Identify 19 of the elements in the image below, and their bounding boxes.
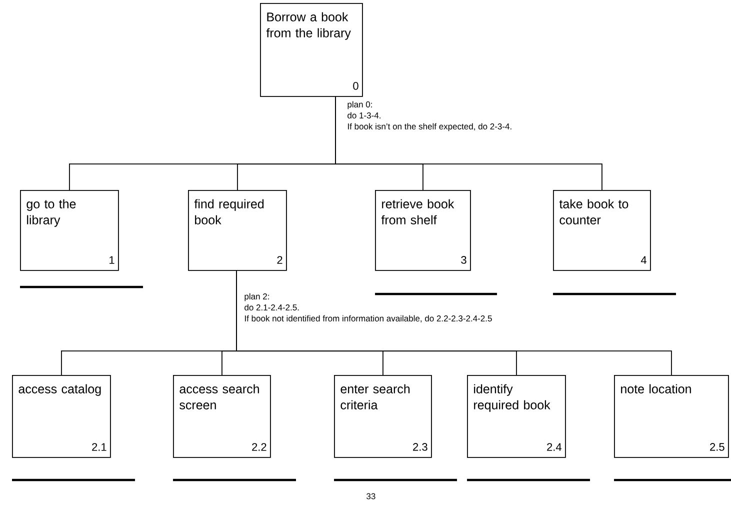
task-box: access catalog 2.1 xyxy=(12,375,111,458)
plan-text: do 1-3-4. xyxy=(348,112,380,118)
tree-line xyxy=(335,96,602,190)
task-box: enter search criteria 2.3 xyxy=(334,375,432,458)
task-box: note location 2.5 xyxy=(614,375,729,458)
task-box: access search screen 2.2 xyxy=(173,375,271,458)
plan-text: If book isn’t on the shelf expected, do 2-3-4. xyxy=(348,123,512,132)
task-box: identify required book 2.4 xyxy=(467,375,566,458)
plan-text: plan 2: xyxy=(244,293,269,302)
plan-text: If book not identified from information available, do 2.2-2.3-2.4-2.5 xyxy=(245,315,492,322)
page-number: 33 xyxy=(366,493,376,500)
task-box: go to the library 1 xyxy=(20,190,119,271)
plan-text: do 2.1-2.4-2.5. xyxy=(244,304,299,310)
tree-line xyxy=(236,270,672,376)
task-box: retrieve book from shelf 3 xyxy=(375,190,471,271)
task-box: take book to counter 4 xyxy=(553,190,651,271)
task-box: Borrow a book from the library 0 xyxy=(260,3,363,97)
plan-text: plan 0: xyxy=(348,101,372,110)
task-box: find required book 2 xyxy=(188,190,287,271)
